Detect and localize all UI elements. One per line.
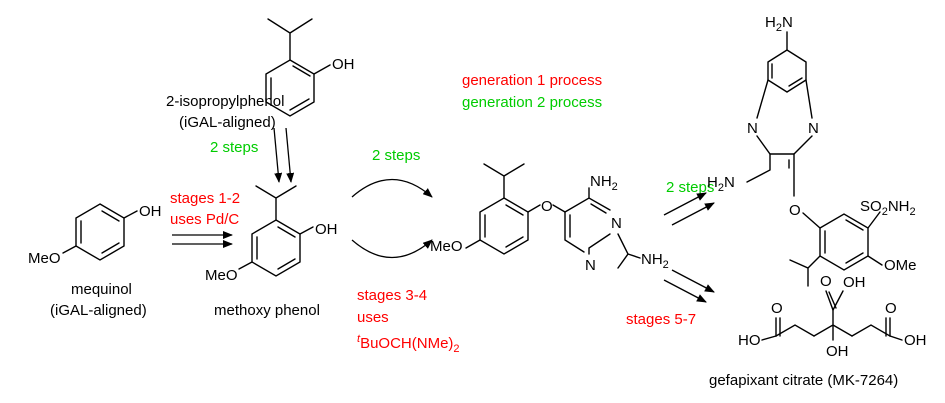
arrow-right-upper-2: [671, 202, 715, 226]
label-uses: uses: [357, 309, 389, 326]
pyrimidine-n2-label: N: [585, 257, 596, 274]
arrow-top-2: [285, 127, 295, 183]
meo-label: MeO: [28, 250, 61, 267]
arrow-top-1: [273, 127, 283, 183]
pyrimidine-n1-label: N: [611, 215, 622, 232]
oh-label: OH: [139, 203, 162, 220]
citrate-oh-top-label: OH: [843, 274, 866, 291]
structure-citrate: O OH OH O HO O OH: [738, 273, 927, 360]
citrate-oh-bottom-label: OH: [826, 343, 849, 360]
ether-o-label: O: [541, 198, 553, 215]
citrate-oh-right-label: OH: [904, 332, 927, 349]
amine-bottom-label: NH2: [641, 251, 669, 271]
structure-gefapixant: H2N N N H2N O SO2NH2 OMe: [707, 14, 917, 287]
arrow-right-lower-2: [663, 279, 707, 303]
label-igal-aligned-left: (iGAL-aligned): [50, 302, 147, 319]
amine-top-label: NH2: [590, 173, 618, 193]
structure-intermediate-2: MeO O NH2 N N NH2: [430, 163, 669, 274]
label-2-steps-middle: 2 steps: [372, 147, 420, 164]
label-stages-5-7: stages 5-7: [626, 311, 696, 328]
legend-generation-1: generation 1 process: [462, 72, 602, 89]
pyrimidine-n1-label: N: [747, 120, 758, 137]
citrate-o-left-label: O: [771, 300, 783, 317]
ome-label: OMe: [884, 257, 917, 274]
oh-label: OH: [315, 221, 338, 238]
sulfonamide-label: SO2NH2: [860, 198, 916, 218]
curved-arrow-lower: [351, 239, 433, 259]
meo-label: MeO: [430, 238, 463, 255]
label-gefapixant-citrate: gefapixant citrate (MK-7264): [709, 372, 898, 389]
pyrimidine-n2-label: N: [808, 120, 819, 137]
citrate-o-right-label: O: [885, 300, 897, 317]
meo-label: MeO: [205, 267, 238, 284]
label-uses-pd-c: uses Pd/C: [170, 211, 239, 228]
structure-methoxy-phenol: OH MeO: [205, 185, 338, 284]
label-2-steps-top: 2 steps: [210, 139, 258, 156]
structure-2-isopropylphenol: OH: [265, 18, 355, 117]
label-2-steps-right: 2 steps: [666, 179, 714, 196]
label-stages-3-4: stages 3-4: [357, 287, 427, 304]
citrate-o-top-label: O: [820, 273, 832, 290]
amine-left-label: H2N: [707, 174, 735, 194]
ether-o-label: O: [789, 202, 801, 219]
label-2-isopropylphenol: 2-isopropylphenol: [166, 93, 284, 110]
label-methoxy-phenol: methoxy phenol: [214, 302, 320, 319]
label-mequinol: mequinol: [71, 281, 132, 298]
curved-arrow-upper: [351, 178, 433, 198]
legend-generation-2: generation 2 process: [462, 94, 602, 111]
oh-label: OH: [332, 56, 355, 73]
arrow-right-lower-1: [671, 269, 715, 293]
arrow-right-upper-1: [663, 192, 707, 216]
structure-mequinol: OH MeO: [28, 203, 162, 267]
amine-top-label: H2N: [765, 14, 793, 34]
label-stages-1-2: stages 1-2: [170, 190, 240, 207]
label-reagent: tBuOCH(NMe)2: [357, 333, 460, 355]
citrate-ho-label: HO: [738, 332, 761, 349]
label-igal-aligned-top: (iGAL-aligned): [179, 114, 276, 131]
